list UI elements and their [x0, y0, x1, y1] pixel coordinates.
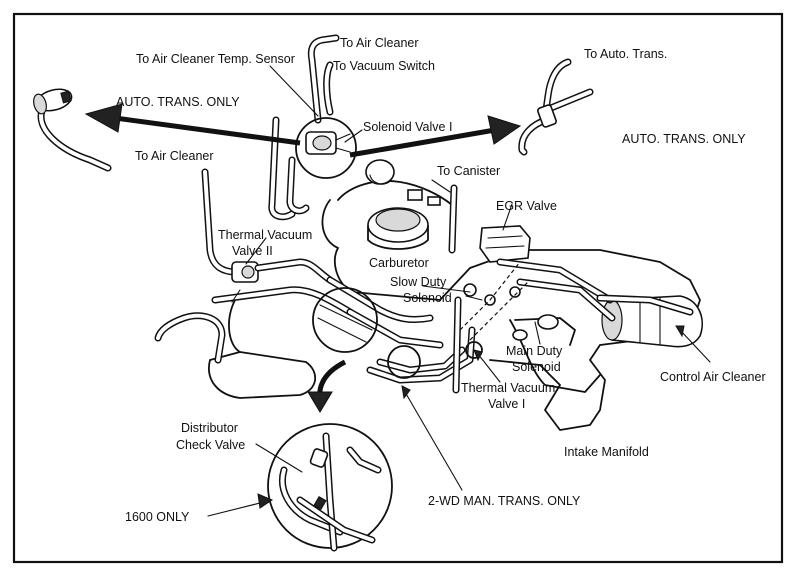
diagram-border: [12, 12, 784, 564]
auto-trans-arrows: [84, 103, 522, 158]
label-to-vacuum-switch: To Vacuum Switch: [333, 59, 435, 73]
label-carburetor: Carburetor: [369, 256, 429, 270]
label-to-canister: To Canister: [437, 164, 500, 178]
label-main-duty-solenoid-line1: Main Duty: [506, 344, 563, 358]
label-slow-duty-solenoid-line1: Slow Duty: [390, 275, 447, 289]
label-thermal-vacuum-valve-1-line1: Thermal Vacuum: [461, 381, 555, 395]
label-check-valve: Check Valve: [176, 438, 245, 452]
label-thermal-vacuum-valve-2-line1: Thermal Vacuum: [218, 228, 312, 242]
labels: To Air Cleaner To Air Cleaner Temp. Sens…: [116, 36, 766, 524]
vacuum-hoses: [33, 34, 694, 394]
inset-pointer-arrow: [307, 359, 347, 413]
solenoid-valve-1-detail: [295, 117, 357, 179]
label-egr-valve: EGR Valve: [496, 199, 557, 213]
label-slow-duty-solenoid-line2: Solenoid: [403, 291, 452, 305]
label-control-air-cleaner: Control Air Cleaner: [660, 370, 766, 384]
label-to-auto-trans: To Auto. Trans.: [584, 47, 667, 61]
label-main-duty-solenoid-line2: Solenoid: [512, 360, 561, 374]
label-to-air-cleaner-left: To Air Cleaner: [135, 149, 214, 163]
label-thermal-vacuum-valve-2-line2: Valve II: [232, 244, 273, 258]
label-auto-trans-only-left: AUTO. TRANS. ONLY: [116, 95, 240, 109]
label-auto-trans-only-right: AUTO. TRANS. ONLY: [622, 132, 746, 146]
label-intake-manifold: Intake Manifold: [564, 445, 649, 459]
distributor-check-valve-inset: [267, 423, 393, 552]
label-thermal-vacuum-valve-1-line2: Valve I: [488, 397, 525, 411]
engine-illustration: [208, 159, 704, 431]
label-distributor: Distributor: [181, 421, 238, 435]
label-2wd-man-trans-only: 2-WD MAN. TRANS. ONLY: [428, 494, 581, 508]
label-1600-only: 1600 ONLY: [125, 510, 190, 524]
label-to-air-cleaner-temp-sensor: To Air Cleaner Temp. Sensor: [136, 52, 295, 66]
label-solenoid-valve-1: Solenoid Valve I: [363, 120, 452, 134]
leader-lines: [207, 65, 711, 517]
label-to-air-cleaner-top: To Air Cleaner: [340, 36, 419, 50]
hose-junction-detail: [312, 287, 483, 379]
